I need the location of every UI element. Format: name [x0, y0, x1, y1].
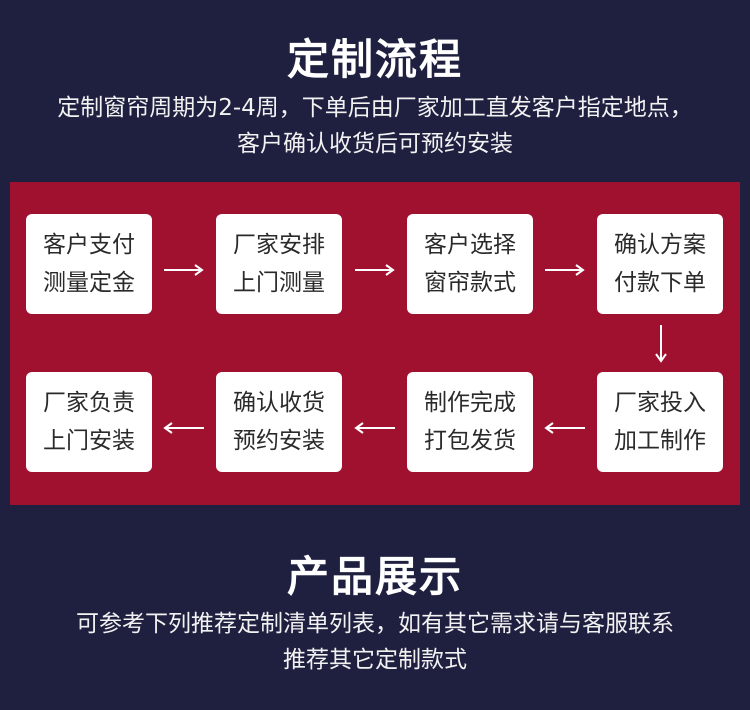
step-4-line-1: 确认方案 — [614, 232, 706, 258]
arrow-down-icon — [655, 324, 667, 364]
arrow-right-icon — [354, 264, 396, 276]
step-1-line-1: 客户支付 — [43, 232, 135, 258]
step-5-line-2: 加工制作 — [614, 428, 706, 454]
step-3-line-2: 窗帘款式 — [424, 270, 516, 296]
process-title: 定制流程 — [286, 35, 463, 84]
step-3-card: 客户选择 窗帘款式 — [407, 214, 533, 314]
step-6-line-1: 制作完成 — [424, 390, 516, 416]
arrow-right-icon — [544, 264, 586, 276]
products-title: 产品展示 — [286, 552, 463, 601]
arrow-left-icon — [163, 422, 205, 434]
process-description-line-1: 定制窗帘周期为2-4周，下单后由厂家加工直发客户指定地点， — [57, 95, 693, 121]
step-7-line-2: 预约安装 — [233, 428, 325, 454]
products-description: 可参考下列推荐定制清单列表，如有其它需求请与客服联系 推荐其它定制款式 — [0, 606, 750, 678]
step-5-card: 厂家投入 加工制作 — [597, 372, 723, 472]
process-description: 定制窗帘周期为2-4周，下单后由厂家加工直发客户指定地点， 客户确认收货后可预约… — [0, 90, 750, 162]
step-2-card: 厂家安排 上门测量 — [216, 214, 342, 314]
process-flow-panel: 客户支付 测量定金 厂家安排 上门测量 客户选择 窗帘款式 确认方案 付款下单 … — [10, 182, 740, 505]
step-1-card: 客户支付 测量定金 — [26, 214, 152, 314]
step-8-line-1: 厂家负责 — [43, 390, 135, 416]
step-2-line-2: 上门测量 — [233, 270, 325, 296]
step-1-line-2: 测量定金 — [43, 270, 135, 296]
step-8-card: 厂家负责 上门安装 — [26, 372, 152, 472]
products-description-line-2: 推荐其它定制款式 — [283, 647, 467, 673]
step-2-line-1: 厂家安排 — [233, 232, 325, 258]
step-6-card: 制作完成 打包发货 — [407, 372, 533, 472]
arrow-left-icon — [354, 422, 396, 434]
step-6-line-2: 打包发货 — [424, 428, 516, 454]
process-description-line-2: 客户确认收货后可预约安装 — [237, 131, 513, 157]
step-7-line-1: 确认收货 — [233, 390, 325, 416]
step-7-card: 确认收货 预约安装 — [216, 372, 342, 472]
step-5-line-1: 厂家投入 — [614, 390, 706, 416]
step-3-line-1: 客户选择 — [424, 232, 516, 258]
step-4-card: 确认方案 付款下单 — [597, 214, 723, 314]
products-description-line-1: 可参考下列推荐定制清单列表，如有其它需求请与客服联系 — [76, 611, 674, 637]
step-4-line-2: 付款下单 — [614, 270, 706, 296]
step-8-line-2: 上门安装 — [43, 428, 135, 454]
arrow-left-icon — [544, 422, 586, 434]
arrow-right-icon — [163, 264, 205, 276]
